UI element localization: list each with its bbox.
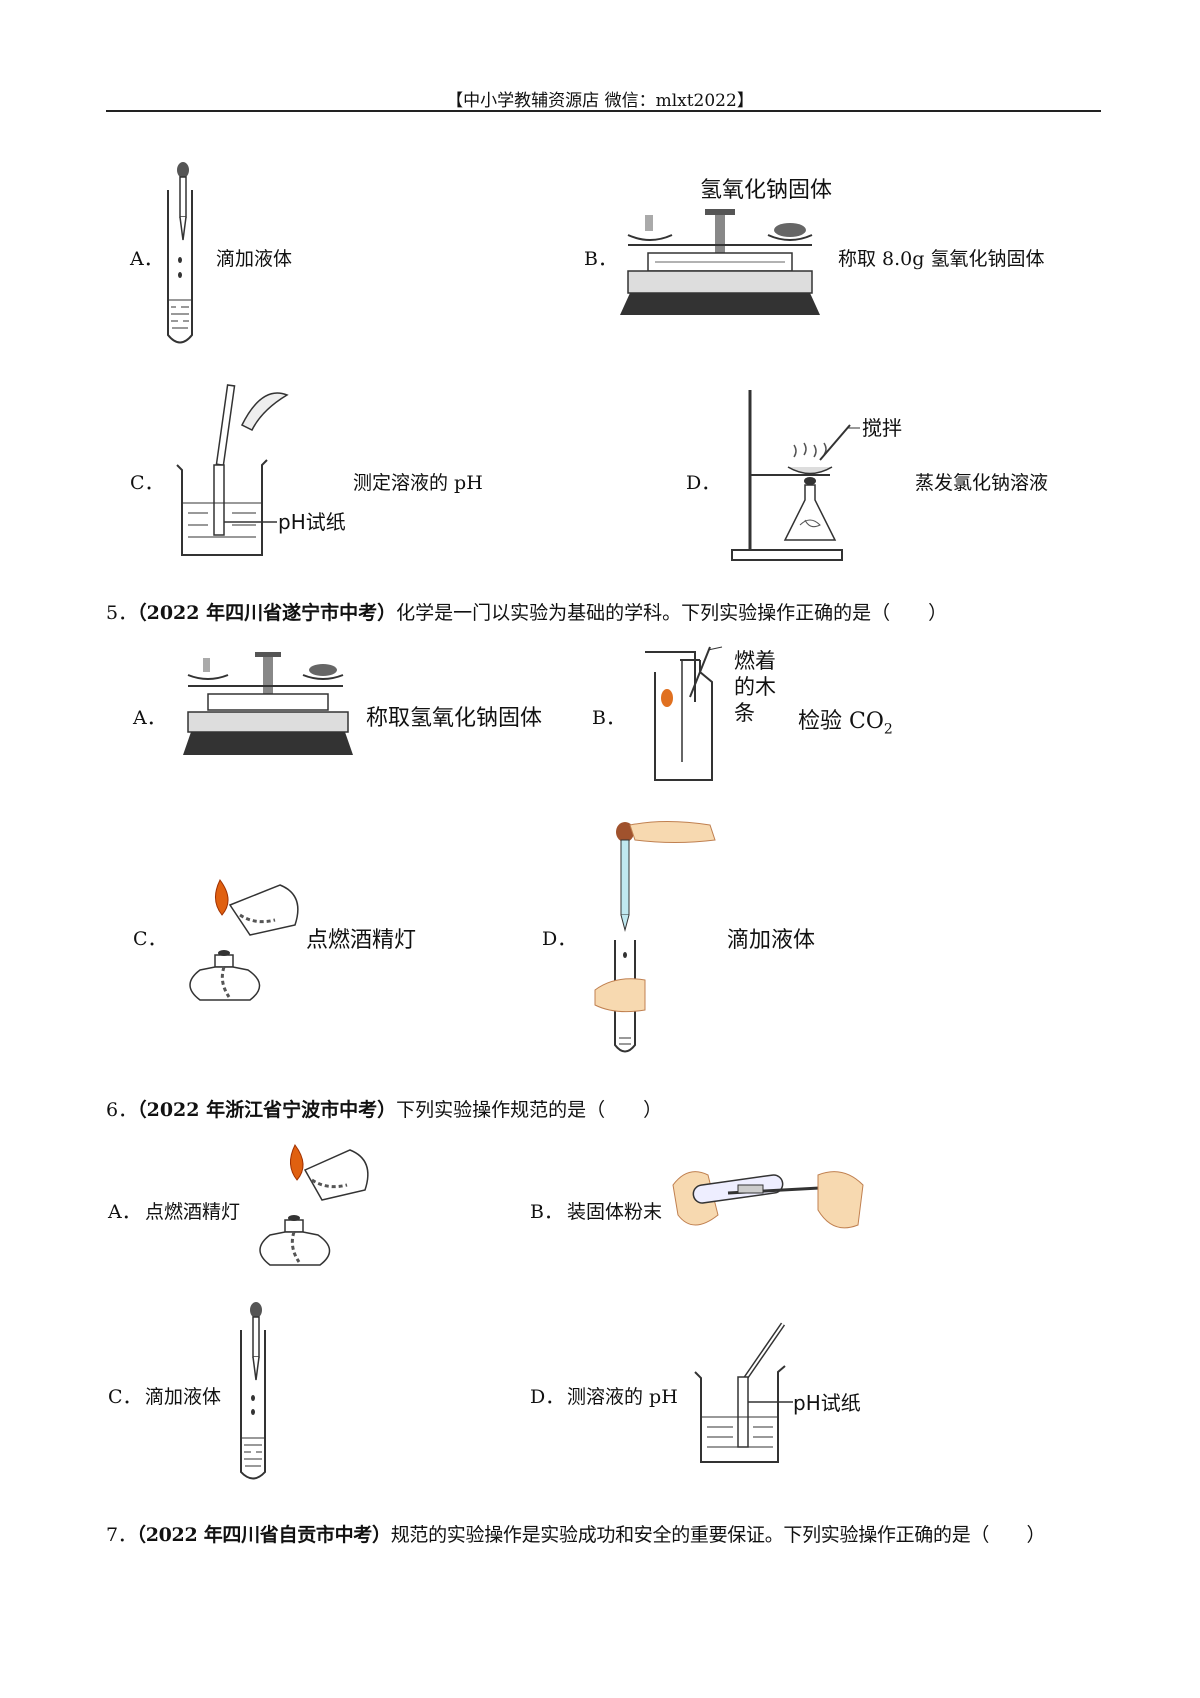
q6-ph-beaker-figure: pH试纸 [694,1322,861,1463]
q6-alcohol-lamp-figure [259,1144,369,1266]
option-d-letter: D． [686,472,721,494]
balance-figure: 氢氧化钠固体 [620,178,832,315]
q6-dropper-figure [240,1302,266,1480]
q5-option-d-text: 滴加液体 [727,928,816,953]
dropper-test-tube-figure [167,162,193,344]
option-d-text: 蒸发氯化钠溶液 [915,472,1049,494]
q5-option-a-text: 称取氢氧化钠固体 [366,706,543,731]
splint-label-line: 的木 [734,675,776,699]
option-b-letter: B． [584,248,617,270]
q6-option-a-letter: A． [108,1201,141,1223]
q7-source: （2022 年四川省自贡市中考） [136,1524,392,1546]
question-6: 6．（2022 年浙江省宁波市中考）下列实验操作规范的是（ ） [106,1095,662,1122]
q7-stem: 规范的实验操作是实验成功和安全的重要保证。下列实验操作正确的是（ ） [390,1524,1046,1546]
header-rule [106,110,1101,112]
q5-dropper-figure [594,821,716,1053]
option-c-text: 测定溶液的 pH [353,472,483,494]
evaporation-figure: 搅拌 [731,390,902,561]
q6-option-c-text: 滴加液体 [145,1386,222,1408]
splint-label-line: 条 [734,701,755,725]
q5-option-c-text: 点燃酒精灯 [306,928,417,953]
q5-option-b-text: 检验 CO2 [798,703,893,737]
q5-option-b-letter: B． [592,707,625,729]
q5-option-d-letter: D． [542,928,577,950]
option-c-letter: C． [130,472,164,494]
option-a-text: 滴加液体 [216,248,293,270]
q5-option-c-letter: C． [133,928,167,950]
burning-splint-label: 燃着 的木 条 [734,648,776,726]
q6-option-b-letter: B． [530,1201,563,1223]
q5-option-b-sub: 2 [883,721,893,738]
q6-source: （2022 年浙江省宁波市中考） [137,1099,397,1121]
option-a-letter: A． [130,248,163,270]
stir-label: 搅拌 [862,416,902,440]
q6-option-a-text: 点燃酒精灯 [145,1201,241,1223]
q5-number: 5． [106,602,138,624]
q6-powder-figure [672,1171,864,1229]
q5-option-a-letter: A． [133,707,166,729]
q6-option-d-text: 测溶液的 pH [567,1386,678,1408]
q6-option-c-letter: C． [108,1386,142,1408]
q5-balance-figure [183,652,353,755]
ph-beaker-figure: pH试纸 [176,384,346,556]
q5-alcohol-lamp-figure [189,879,299,1001]
option-b-text: 称取 8.0g 氢氧化钠固体 [838,248,1045,270]
question-5: 5．（2022 年四川省遂宁市中考）化学是一门以实验为基础的学科。下列实验操作正… [106,598,947,625]
splint-label-line: 燃着 [734,649,776,673]
q6-stem: 下列实验操作规范的是（ ） [396,1099,663,1121]
q6-option-d-letter: D． [530,1386,565,1408]
ph-paper-label: pH试纸 [278,510,346,534]
q5-source: （2022 年四川省遂宁市中考） [137,602,397,624]
q6-number: 6． [106,1099,138,1121]
q5-co2-bottle-figure [645,646,723,781]
naoh-label: 氢氧化钠固体 [700,178,832,203]
q5-stem: 化学是一门以实验为基础的学科。下列实验操作正确的是（ ） [396,602,948,624]
page-header: 【中小学教辅资源店 微信：mlxt2022】 [446,91,754,111]
q6-ph-paper-label: pH试纸 [793,1391,861,1415]
question-7: 7．（2022 年四川省自贡市中考）规范的实验操作是实验成功和安全的重要保证。下… [106,1520,1046,1547]
q6-option-b-text: 装固体粉末 [567,1201,663,1223]
q5-option-b-main: 检验 CO [798,709,884,734]
q7-number: 7． [106,1524,137,1546]
